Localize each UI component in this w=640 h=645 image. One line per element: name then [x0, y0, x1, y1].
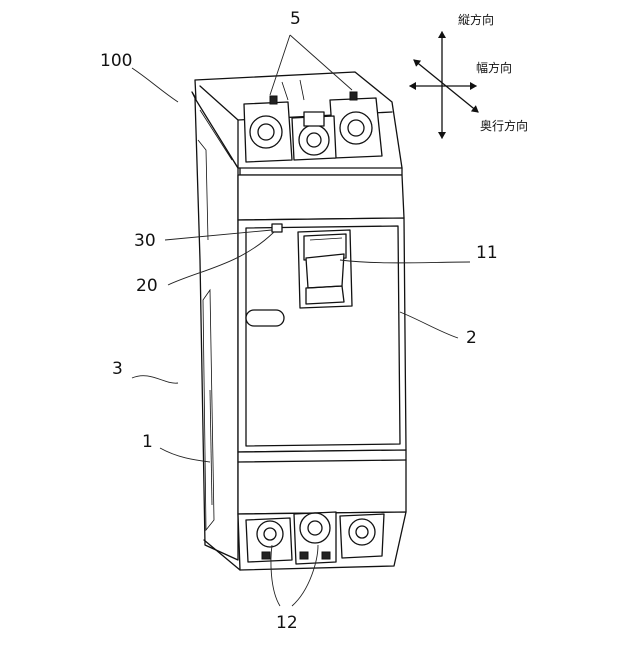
upper-front-panel — [238, 175, 404, 220]
depth-direction-label: 奥行方向 — [480, 118, 528, 133]
label-20: 20 — [136, 276, 158, 296]
label-12: 12 — [276, 613, 298, 633]
label-5: 5 — [290, 9, 301, 29]
front-cover — [238, 218, 406, 452]
label-1: 1 — [142, 432, 153, 452]
label-30: 30 — [134, 231, 156, 251]
operating-handle — [298, 230, 352, 308]
label-100: 100 — [100, 51, 132, 71]
slot — [246, 310, 284, 326]
label-11: 11 — [476, 243, 498, 263]
label-3: 3 — [112, 359, 123, 379]
lower-band — [238, 450, 406, 514]
indicator-window — [272, 224, 282, 232]
vertical-direction-label: 縦方向 — [458, 12, 494, 27]
width-direction-label: 幅方向 — [476, 60, 512, 75]
label-2: 2 — [466, 328, 477, 348]
side-case — [192, 92, 238, 560]
direction-indicator: 縦方向 幅方向 奥行方向 — [410, 12, 528, 138]
